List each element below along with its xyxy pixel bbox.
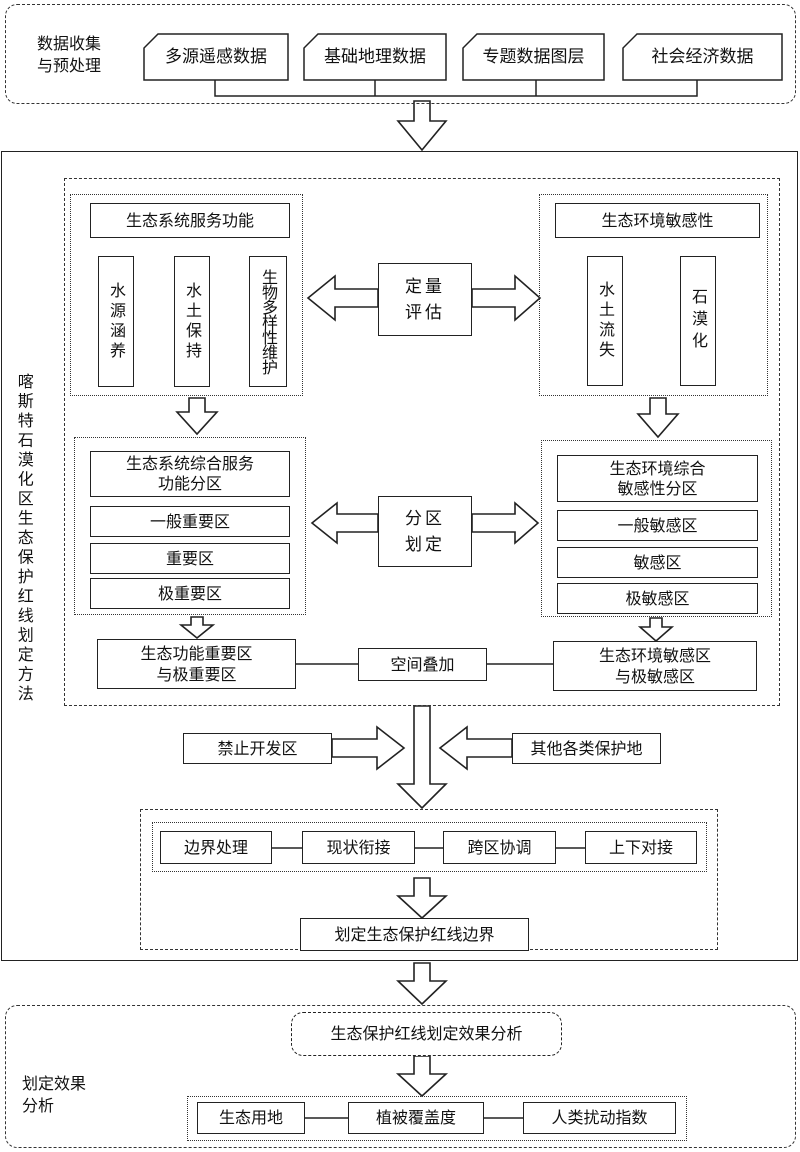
down-arrow-icon — [396, 100, 448, 152]
data-source-remote-sensing: 多源遥感数据 — [165, 47, 267, 67]
eco-sensitivity-group — [539, 194, 768, 396]
zone-general-important: 一般重要区 — [90, 506, 290, 537]
zone-important: 重要区 — [90, 543, 290, 574]
method-title: 喀斯特石漠化区生态保护红线划定方法 — [14, 373, 34, 705]
right-arrow-icon — [471, 274, 542, 322]
sensitivity-zoning-title: 生态环境综合 敏感性分区 — [557, 455, 758, 502]
down-arrow-icon — [637, 617, 675, 643]
spatial-overlay: 空间叠加 — [358, 648, 487, 681]
data-source-thematic-layers: 专题数据图层 — [482, 47, 585, 67]
down-arrow-icon — [396, 705, 448, 810]
effect-indicator-row — [187, 1096, 687, 1141]
left-arrow-icon — [310, 501, 379, 545]
right-arrow-icon — [471, 501, 540, 545]
other-protected-areas: 其他各类保护地 — [512, 733, 661, 764]
zone-general-sensitive: 一般敏感区 — [557, 510, 758, 541]
ecosystem-service-group — [70, 194, 303, 396]
service-zoning-title: 生态系统综合服务 功能分区 — [90, 451, 290, 497]
down-arrow-icon — [395, 1055, 449, 1098]
assessment-frame — [64, 178, 780, 706]
down-arrow-icon — [396, 962, 448, 1006]
data-collection-label: 数据收集 与预处理 — [37, 34, 102, 75]
status-linkage: 现状衔接 — [302, 831, 415, 864]
indicator-human-disturbance: 人类扰动指数 — [523, 1102, 676, 1134]
zone-sensitive: 敏感区 — [557, 547, 758, 578]
zone-extremely-important: 极重要区 — [90, 578, 290, 609]
ecosystem-service-title: 生态系统服务功能 — [90, 203, 290, 238]
important-areas: 生态功能重要区 与极重要区 — [97, 639, 296, 689]
sensitivity-zoning-group — [541, 440, 772, 617]
effect-analysis-section — [5, 1005, 796, 1148]
prohibited-development-zone: 禁止开发区 — [183, 733, 332, 764]
redline-boundary: 划定生态保护红线边界 — [300, 918, 529, 951]
effect-analysis-label: 划定效果 分析 — [22, 1074, 87, 1115]
data-source-shapes — [143, 33, 783, 81]
right-arrow-icon — [331, 725, 406, 771]
effect-analysis-title: 生态保护红线划定效果分析 — [291, 1012, 562, 1056]
sensitivity-soil-erosion: 水土流失 — [587, 256, 623, 386]
left-arrow-icon — [306, 274, 379, 322]
adjustment-row — [152, 822, 707, 872]
zone-extremely-sensitive: 极敏感区 — [557, 583, 758, 614]
sensitive-areas: 生态环境敏感区 与极敏感区 — [553, 641, 757, 691]
service-zoning-group — [74, 437, 306, 615]
down-arrow-icon — [395, 877, 449, 920]
zoning-delineation: 分区 划定 — [378, 496, 472, 567]
data-source-socioeconomic: 社会经济数据 — [651, 47, 754, 67]
down-arrow-icon — [636, 397, 680, 439]
data-collection-section — [5, 4, 796, 104]
left-arrow-icon — [438, 725, 513, 771]
sensitivity-rocky-desertification: 石漠化 — [680, 256, 716, 386]
data-source-basic-geography: 基础地理数据 — [324, 47, 426, 67]
quantitative-evaluation: 定量 评估 — [378, 263, 472, 336]
indicator-ecological-land: 生态用地 — [197, 1102, 305, 1134]
service-water-conservation: 水源涵养 — [98, 256, 134, 387]
down-arrow-icon — [175, 397, 219, 436]
eco-sensitivity-title: 生态环境敏感性 — [555, 203, 760, 238]
down-arrow-icon — [178, 616, 216, 640]
method-frame — [1, 151, 798, 961]
boundary-processing: 边界处理 — [160, 831, 272, 864]
vertical-alignment: 上下对接 — [585, 831, 697, 864]
service-biodiversity: 生物多样性维护 — [249, 256, 287, 387]
cross-region-coordination: 跨区协调 — [443, 831, 556, 864]
service-soil-conservation: 水土保持 — [174, 256, 210, 387]
indicator-vegetation-coverage: 植被覆盖度 — [348, 1102, 484, 1134]
